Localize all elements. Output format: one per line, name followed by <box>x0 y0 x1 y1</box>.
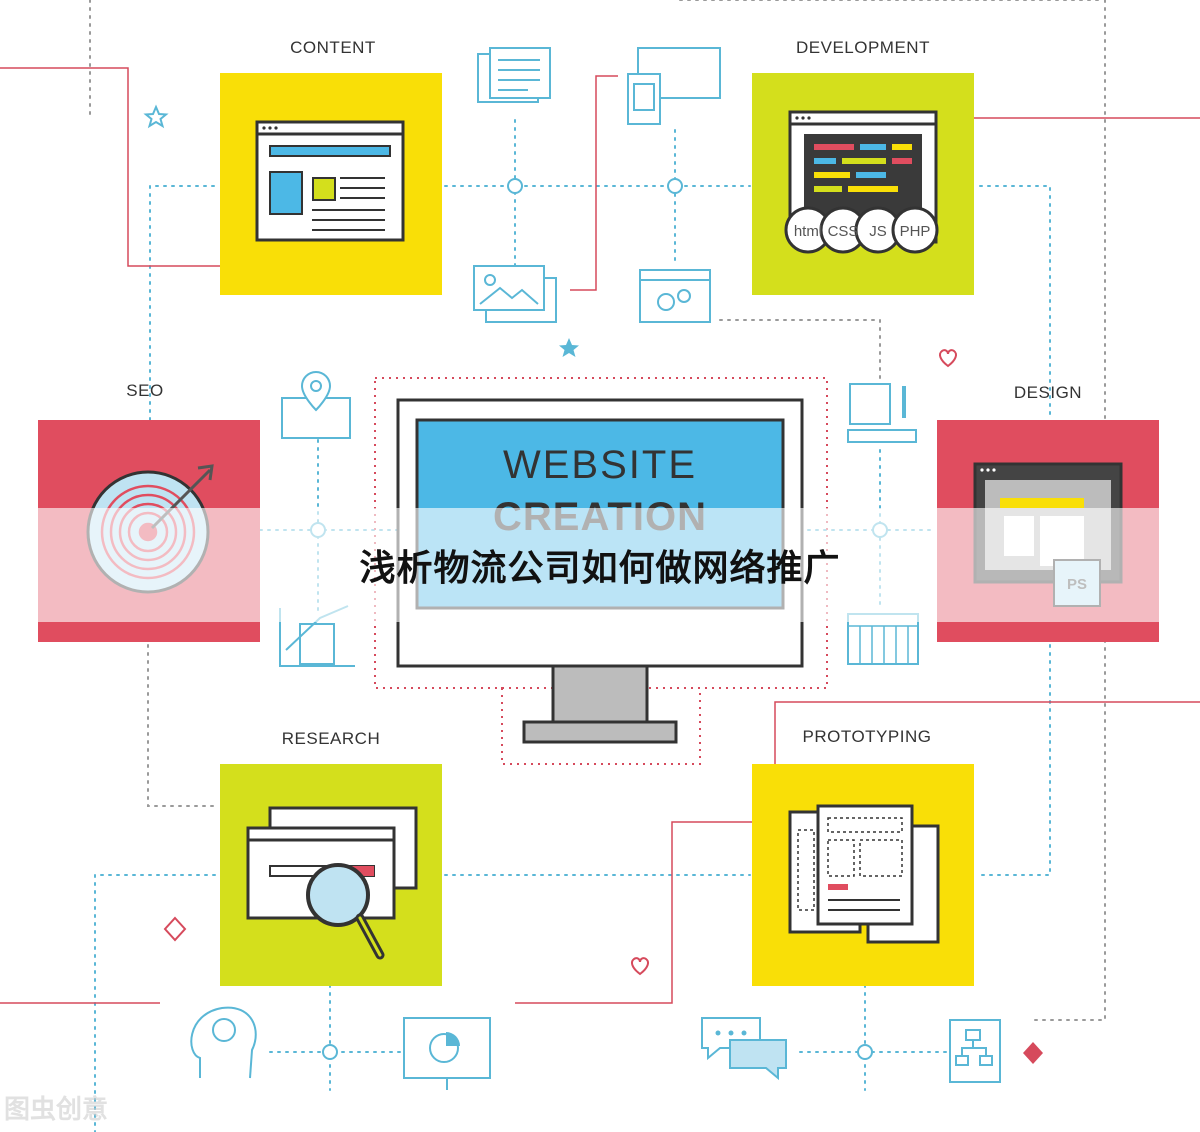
content-label: CONTENT <box>290 38 376 57</box>
growth-chart-icon <box>279 605 355 667</box>
idea-head-icon <box>190 1006 257 1079</box>
banner-title: 浅析物流公司如何做网络推广 <box>359 548 841 589</box>
development-label: DEVELOPMENT <box>796 38 930 57</box>
sitemap-icon <box>949 1019 1001 1083</box>
star-icon <box>143 104 169 129</box>
title-banner: 浅析物流公司如何做网络推广 <box>0 508 1200 622</box>
chat-bubbles-icon <box>701 1017 787 1081</box>
research-label: RESEARCH <box>282 729 380 748</box>
prototyping-card <box>752 764 974 986</box>
watermark: 图虫创意 <box>4 1095 109 1125</box>
tablet-icon <box>627 47 721 125</box>
content-card <box>220 73 442 295</box>
map-pin-icon <box>281 370 351 439</box>
development-card: html CSS JS PHP <box>752 73 974 295</box>
badge-html: html <box>794 223 822 240</box>
pie-chart-board-icon <box>403 1017 491 1090</box>
heart-icon <box>939 349 957 368</box>
document-icon <box>477 47 551 103</box>
star-icon <box>559 338 579 357</box>
magnifier-icon <box>306 863 385 960</box>
prototyping-label: PROTOTYPING <box>803 727 932 746</box>
badge-js: JS <box>869 223 887 240</box>
monitor-line1: WEBSITE <box>503 443 697 487</box>
heart-icon <box>631 957 649 976</box>
diamond-icon <box>1023 1042 1043 1064</box>
crop-tool-icon <box>847 383 917 443</box>
research-card <box>220 764 442 986</box>
image-icon <box>473 265 557 323</box>
seo-label: SEO <box>126 381 163 400</box>
badge-css: CSS <box>828 223 859 240</box>
settings-window-icon <box>639 269 711 323</box>
badge-php: PHP <box>900 223 931 240</box>
red-guide-lines <box>0 67 1200 1004</box>
design-label: DESIGN <box>1014 383 1082 402</box>
diamond-icon <box>163 916 187 942</box>
grid-table-icon <box>847 613 919 665</box>
dev-badges: html CSS JS PHP <box>784 206 939 254</box>
